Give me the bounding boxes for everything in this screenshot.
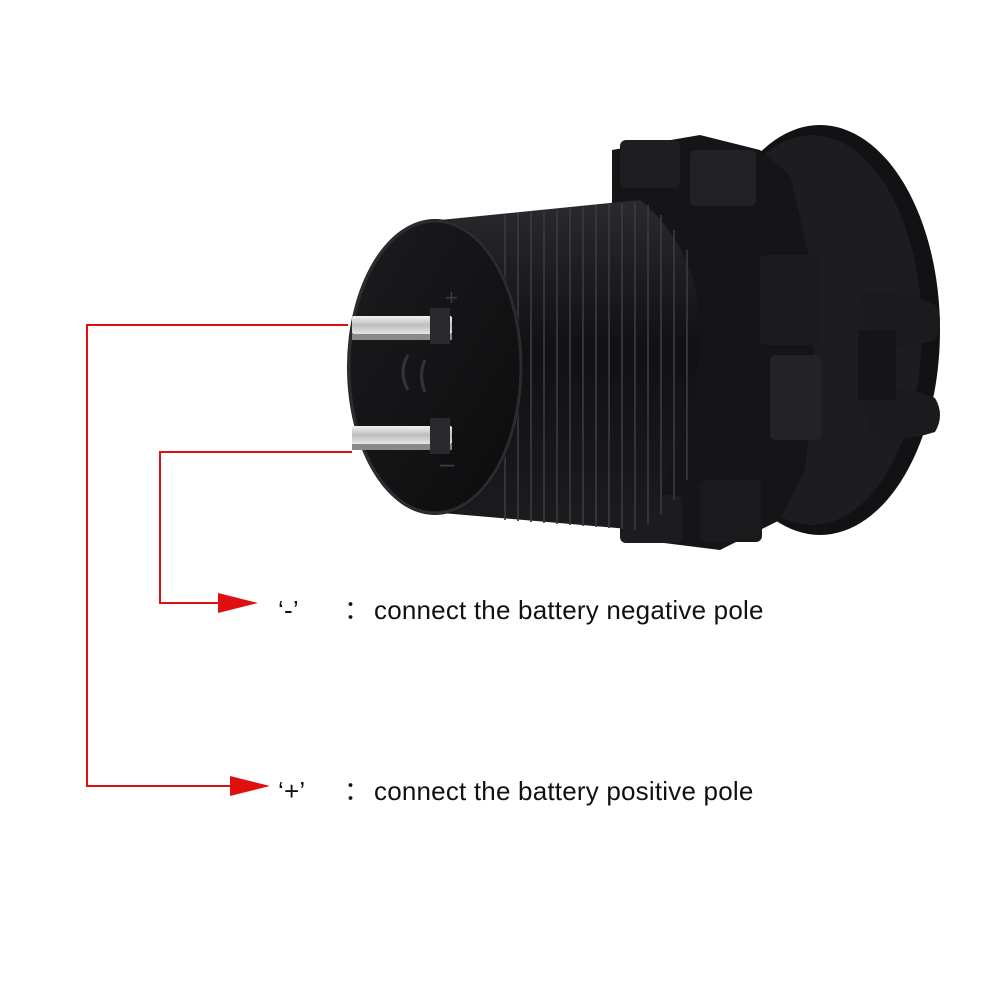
arrow-right-icon [218, 593, 270, 796]
svg-text:–: – [440, 448, 455, 478]
callout-colon: ： [344, 595, 371, 625]
negative-pole-text: connect the battery negative pole [374, 595, 764, 625]
leader-lines [86, 324, 352, 787]
svg-text:+: + [445, 285, 458, 310]
negative-symbol: ‘-’ [278, 595, 299, 625]
positive-pole-text: connect the battery positive pole [374, 776, 754, 806]
positive-pole-callout: ‘+’ ：connect the battery positive pole [278, 771, 754, 808]
positive-symbol: ‘+’ [278, 776, 306, 806]
callout-colon: ： [344, 776, 371, 806]
negative-pole-callout: ‘-’ ：connect the battery negative pole [278, 590, 764, 627]
